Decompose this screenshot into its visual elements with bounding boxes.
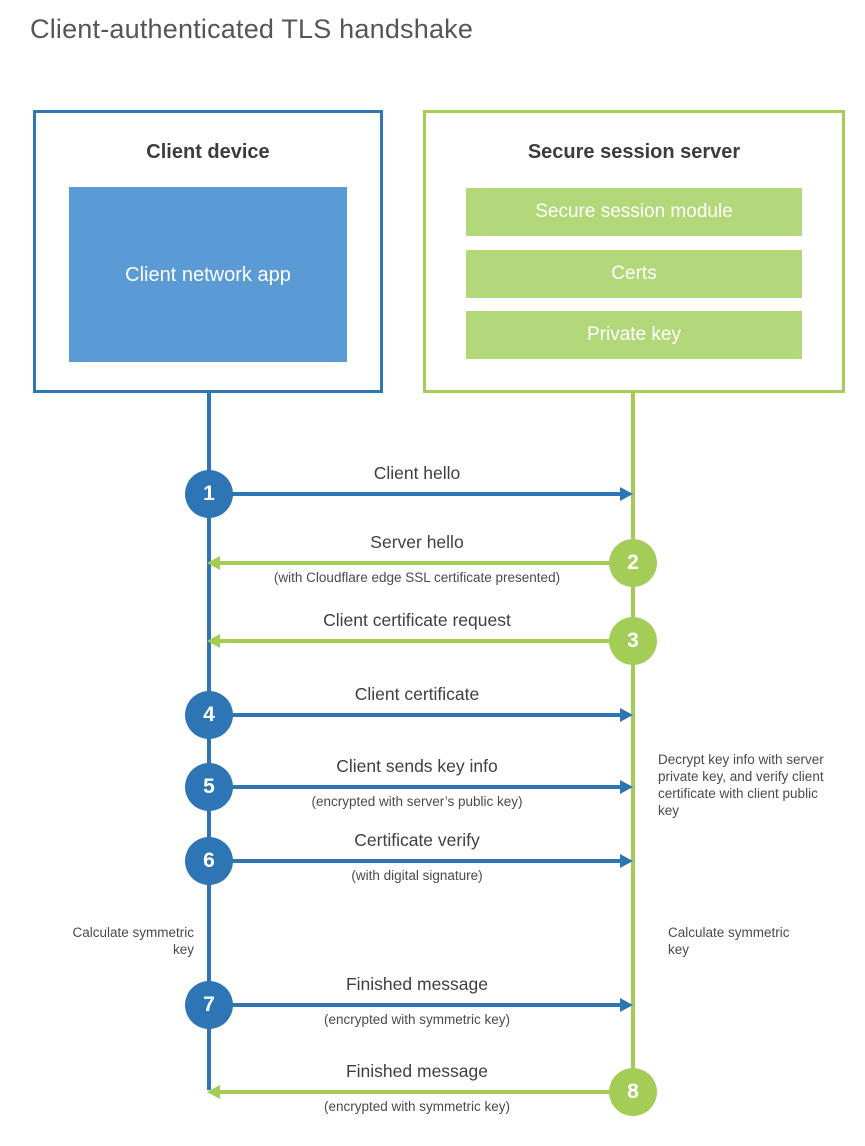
step-7-arrow-right-icon [209,998,633,1012]
server-component-certs: Certs [466,250,802,298]
step-3-arrow-left-icon [207,634,633,648]
client-lifeline [207,393,211,1090]
step-1-arrow-right-icon [209,487,633,501]
step-6-label: Certificate verify [354,830,480,850]
server-calculate-symmetric-key-note: Calculate symmetric key [668,925,790,957]
server-lifeline [631,393,635,1092]
step-3-label: Client certificate request [323,610,511,630]
step-8-label: Finished message [345,1061,489,1081]
step-3-badge: 3 [609,617,657,665]
step-8-arrow-left-icon [207,1085,633,1099]
step-7-sublabel: (encrypted with symmetric key) [323,1012,511,1027]
page-title: Client-authenticated TLS handshake [30,14,474,44]
step-8-badge: 8 [609,1068,657,1116]
client-device-title: Client device [146,141,270,163]
secure-session-server-title: Secure session server [527,141,741,163]
step-6-badge: 6 [185,837,233,885]
step-5-arrow-right-icon [209,780,633,794]
step-6-sublabel: (with digital signature) [351,868,483,883]
server-component-private-key: Private key [466,311,802,359]
step-8-sublabel: (encrypted with symmetric key) [323,1099,511,1114]
step-4-label: Client certificate [354,684,480,704]
step-7-badge: 7 [185,981,233,1029]
step-5-label: Client sends key info [336,756,498,776]
step-5-sublabel: (encrypted with server’s public key) [311,794,523,809]
client-calculate-symmetric-key-note: Calculate symmetric key [72,925,194,957]
step-4-arrow-right-icon [209,708,633,722]
step-5-badge: 5 [185,763,233,811]
server-decrypt-note: Decrypt key info with server private key… [658,752,824,818]
server-component-secure-session-module: Secure session module [466,188,802,236]
step-2-sublabel: (with Cloudflare edge SSL certificate pr… [273,570,561,585]
step-1-badge: 1 [185,470,233,518]
step-7-label: Finished message [345,974,489,994]
step-2-badge: 2 [609,539,657,587]
step-2-arrow-left-icon [207,556,633,570]
step-4-badge: 4 [185,691,233,739]
step-6-arrow-right-icon [209,854,633,868]
step-2-label: Server hello [370,532,464,552]
client-network-app-box: Client network app [69,187,347,362]
step-1-label: Client hello [373,463,461,483]
client-network-app-label: Client network app [125,263,291,286]
